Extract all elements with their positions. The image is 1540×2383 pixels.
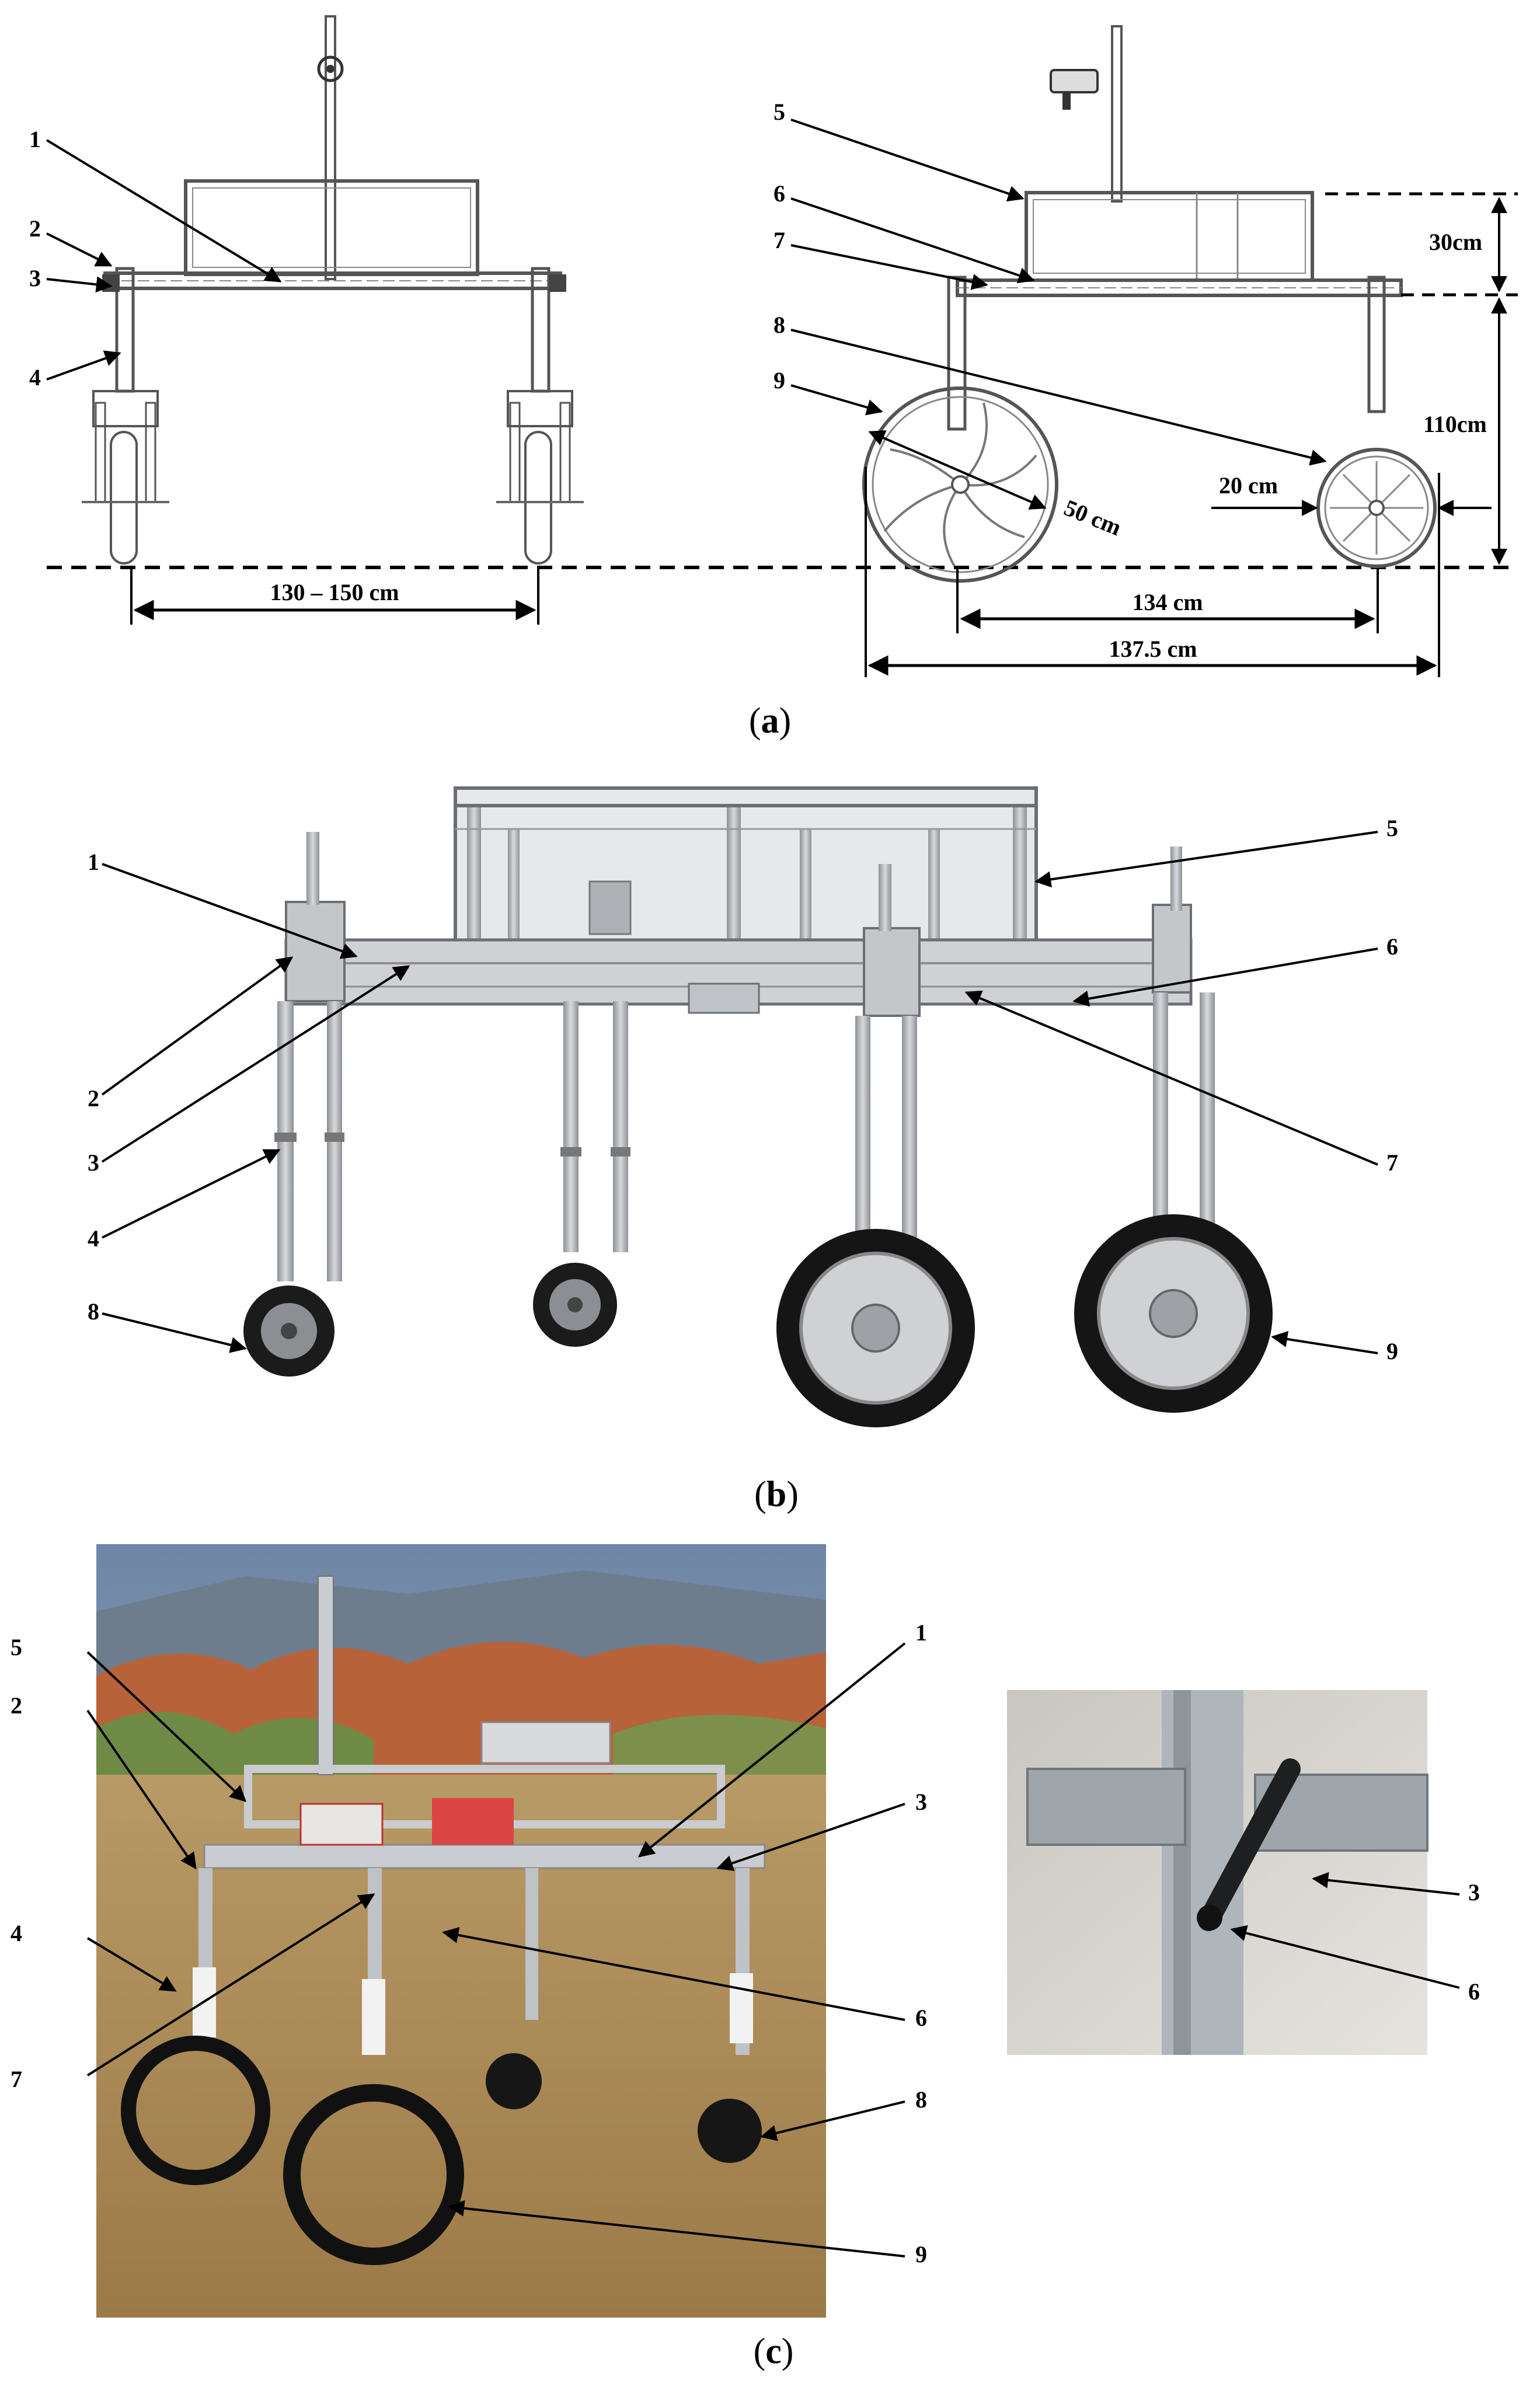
detail-label-3: 3: [1468, 1879, 1480, 1905]
large-wheel-drawing: [862, 386, 1058, 583]
label-part-2: 2: [88, 1085, 99, 1112]
dim-overall-length: 137.5 cm: [1109, 636, 1197, 662]
dim-lower-height: 110cm: [1423, 411, 1487, 437]
label-part-9: 9: [774, 367, 785, 393]
label-part-5: 5: [774, 99, 785, 125]
panel-a: 1 2 3 4 130 – 150 cm: [29, 15, 1518, 741]
isometric-render: [243, 786, 1273, 1427]
label-part-8: 8: [774, 312, 785, 338]
dim-wheelbase: 134 cm: [1132, 589, 1203, 615]
label-part-1: 1: [915, 1619, 927, 1646]
label-part-5: 5: [11, 1634, 22, 1660]
caption-c: (c): [754, 2332, 794, 2371]
drive-wheel-photo: [283, 2084, 464, 2265]
caster-wheel-photo: [486, 2053, 542, 2109]
panel-c: 1 2 3 4 5 6 7 8 9 3 6 (c): [11, 1544, 1480, 2371]
label-part-3: 3: [915, 1789, 927, 1815]
label-part-6: 6: [1386, 933, 1398, 960]
label-part-2: 2: [29, 215, 41, 242]
detail-label-6: 6: [1468, 1978, 1480, 2005]
caption-b: (b): [754, 1475, 799, 1514]
label-part-3: 3: [88, 1149, 99, 1176]
label-part-1: 1: [29, 126, 41, 152]
label-part-9: 9: [915, 2241, 927, 2267]
label-part-4: 4: [88, 1225, 99, 1252]
dim-upper-height: 30cm: [1429, 229, 1482, 255]
dim-large-wheel: 50 cm: [1061, 494, 1126, 541]
label-part-6: 6: [915, 2005, 927, 2031]
label-part-5: 5: [1386, 815, 1398, 841]
caption-a: (a): [749, 701, 791, 741]
label-part-4: 4: [29, 364, 41, 391]
label-part-8: 8: [915, 2086, 927, 2113]
clamp-detail-photo: [1007, 1690, 1428, 2055]
label-part-7: 7: [11, 2066, 22, 2092]
field-photo: [96, 1544, 826, 2318]
label-part-4: 4: [11, 1920, 22, 1946]
label-part-6: 6: [774, 180, 785, 207]
label-part-1: 1: [88, 849, 99, 875]
camera-icon: [317, 55, 344, 82]
small-wheel-drawing: [1316, 448, 1437, 568]
dim-track-width: 130 – 150 cm: [270, 579, 399, 605]
label-part-3: 3: [29, 265, 41, 291]
label-part-8: 8: [88, 1298, 99, 1325]
label-part-7: 7: [774, 227, 785, 253]
panel-b: 1 2 3 4 8 5 6 7 9 (b): [88, 786, 1398, 1514]
label-part-2: 2: [11, 1692, 22, 1719]
side-view-drawing: [862, 25, 1437, 583]
drive-wheel-photo: [121, 2036, 270, 2185]
caster-wheel-photo: [698, 2099, 762, 2163]
label-part-7: 7: [1386, 1149, 1398, 1176]
camera-icon: [1050, 69, 1099, 93]
front-view-drawing: [82, 15, 584, 565]
dim-small-wheel: 20 cm: [1219, 472, 1278, 499]
label-part-9: 9: [1386, 1338, 1398, 1364]
